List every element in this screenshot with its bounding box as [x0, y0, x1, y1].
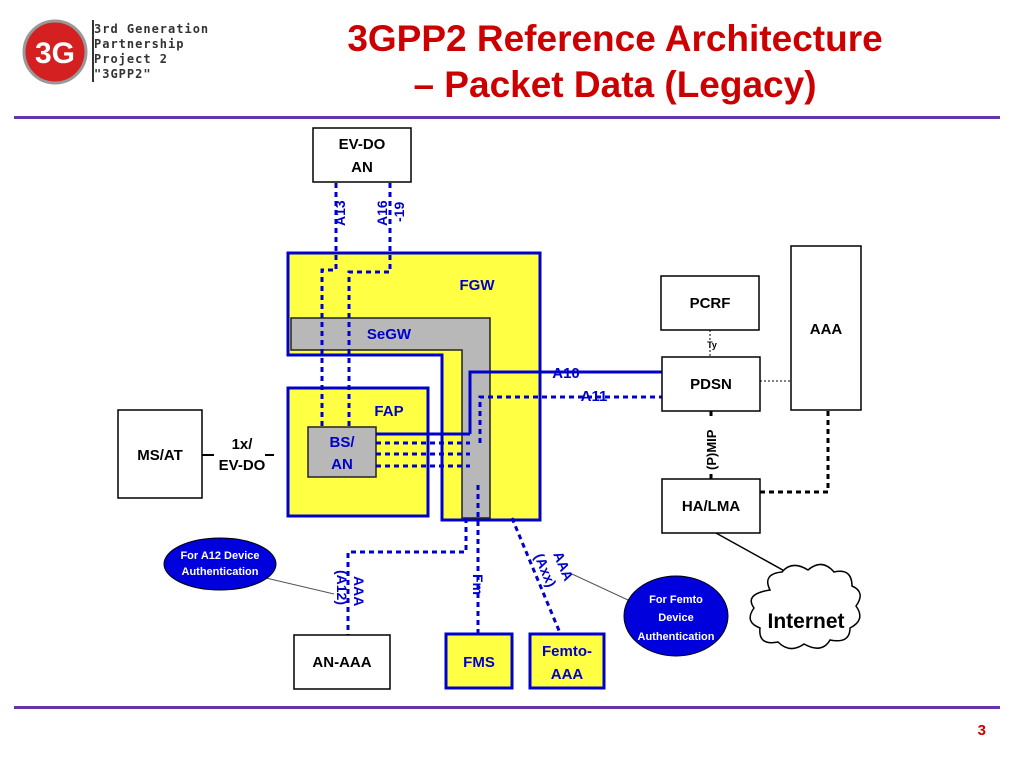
pmip-label-bg: [702, 420, 720, 470]
a12-callout: [163, 537, 277, 591]
a11-link: [478, 395, 662, 443]
fap-label: FAP: [374, 403, 403, 420]
an-aaa-label: AN-AAA: [312, 654, 371, 671]
aaa-box: [790, 245, 862, 411]
logo-line: 3rd Generation: [94, 22, 210, 36]
logo-text: 3rd Generation Partnership Project 2 "3G…: [94, 22, 209, 82]
ha-lma-label: HA/LMA: [682, 498, 740, 515]
title-line-1: 3GPP2 Reference Architecture: [347, 18, 883, 59]
ms-at-box: [117, 409, 203, 499]
slide-title: 3GPP2 Reference Architecture – Packet Da…: [255, 16, 975, 108]
air-link-label-bg: [220, 441, 265, 471]
an-aaa-box: [293, 634, 391, 690]
pmip-label: (P)MIP: [704, 429, 719, 470]
pdsn-label: PDSN: [690, 376, 732, 393]
aaa-label: AAA: [810, 321, 843, 338]
internet-cloud: [749, 563, 861, 650]
logo-mark: 3G: [35, 37, 75, 70]
aaa-a12-link: [346, 518, 468, 635]
a13-label: A13: [332, 200, 348, 226]
a11-label: A11: [581, 388, 608, 405]
femto-aaa-box: [528, 632, 606, 690]
aaa-axx-link: [510, 517, 562, 634]
a16-label: A16: [374, 200, 390, 226]
top-divider: [14, 116, 1000, 119]
femto-callout-text: Device: [658, 612, 693, 624]
aaa-a12-label: (A12): [334, 570, 350, 605]
fm-label: Fm: [470, 574, 486, 595]
segw-label: SeGW: [367, 326, 412, 343]
a10-link: [468, 370, 662, 434]
evdo-an-label: AN: [351, 159, 373, 176]
bs-an-label: AN: [331, 456, 353, 473]
ha-aaa-link: [760, 410, 830, 494]
logo-line: Project 2: [94, 52, 169, 66]
evdo-an-box: [312, 127, 412, 183]
title-line-2: – Packet Data (Legacy): [413, 64, 817, 105]
fms-label: FMS: [463, 654, 495, 671]
evdo-an-label: EV-DO: [339, 136, 386, 153]
page-number: 3: [977, 722, 986, 739]
femto-aaa-label: AAA: [551, 666, 584, 683]
bottom-divider: [14, 706, 1000, 709]
logo-line: "3GPP2": [94, 67, 152, 81]
fms-box: [444, 632, 514, 690]
a13-link: [320, 183, 338, 427]
internet-label: Internet: [767, 610, 844, 633]
a10-label: A10: [552, 365, 580, 382]
femto-callout-text: For Femto: [649, 594, 703, 606]
air-link-label: 1x/: [232, 436, 254, 453]
logo-line: Partnership: [94, 37, 185, 51]
bs-an-label: BS/: [329, 434, 355, 451]
ha-lma-box: [661, 478, 761, 534]
pcrf-box: [660, 275, 760, 331]
ty-label: Ty: [707, 340, 717, 350]
3gpp2-logo: 3G: [22, 18, 242, 88]
a12-callout-text: Authentication: [182, 566, 259, 578]
air-link-label: EV-DO: [219, 457, 266, 474]
femto-callout: [623, 575, 729, 657]
a16-label: -19: [391, 202, 407, 222]
femto-callout-text: Authentication: [638, 631, 715, 643]
segw-shape: [290, 317, 491, 519]
fgw-label: FGW: [460, 277, 496, 294]
pcrf-label: PCRF: [690, 295, 731, 312]
femto-aaa-label: Femto-: [542, 643, 592, 660]
a12-callout-leader: [265, 577, 335, 595]
bs-an-box: [307, 426, 377, 478]
femto-callout-leader: [571, 573, 629, 601]
aaa-a12-label: AAA: [351, 576, 367, 606]
ms-at-label: MS/AT: [137, 447, 183, 464]
a12-callout-text: For A12 Device: [180, 550, 259, 562]
a16-19-link: [347, 183, 392, 427]
